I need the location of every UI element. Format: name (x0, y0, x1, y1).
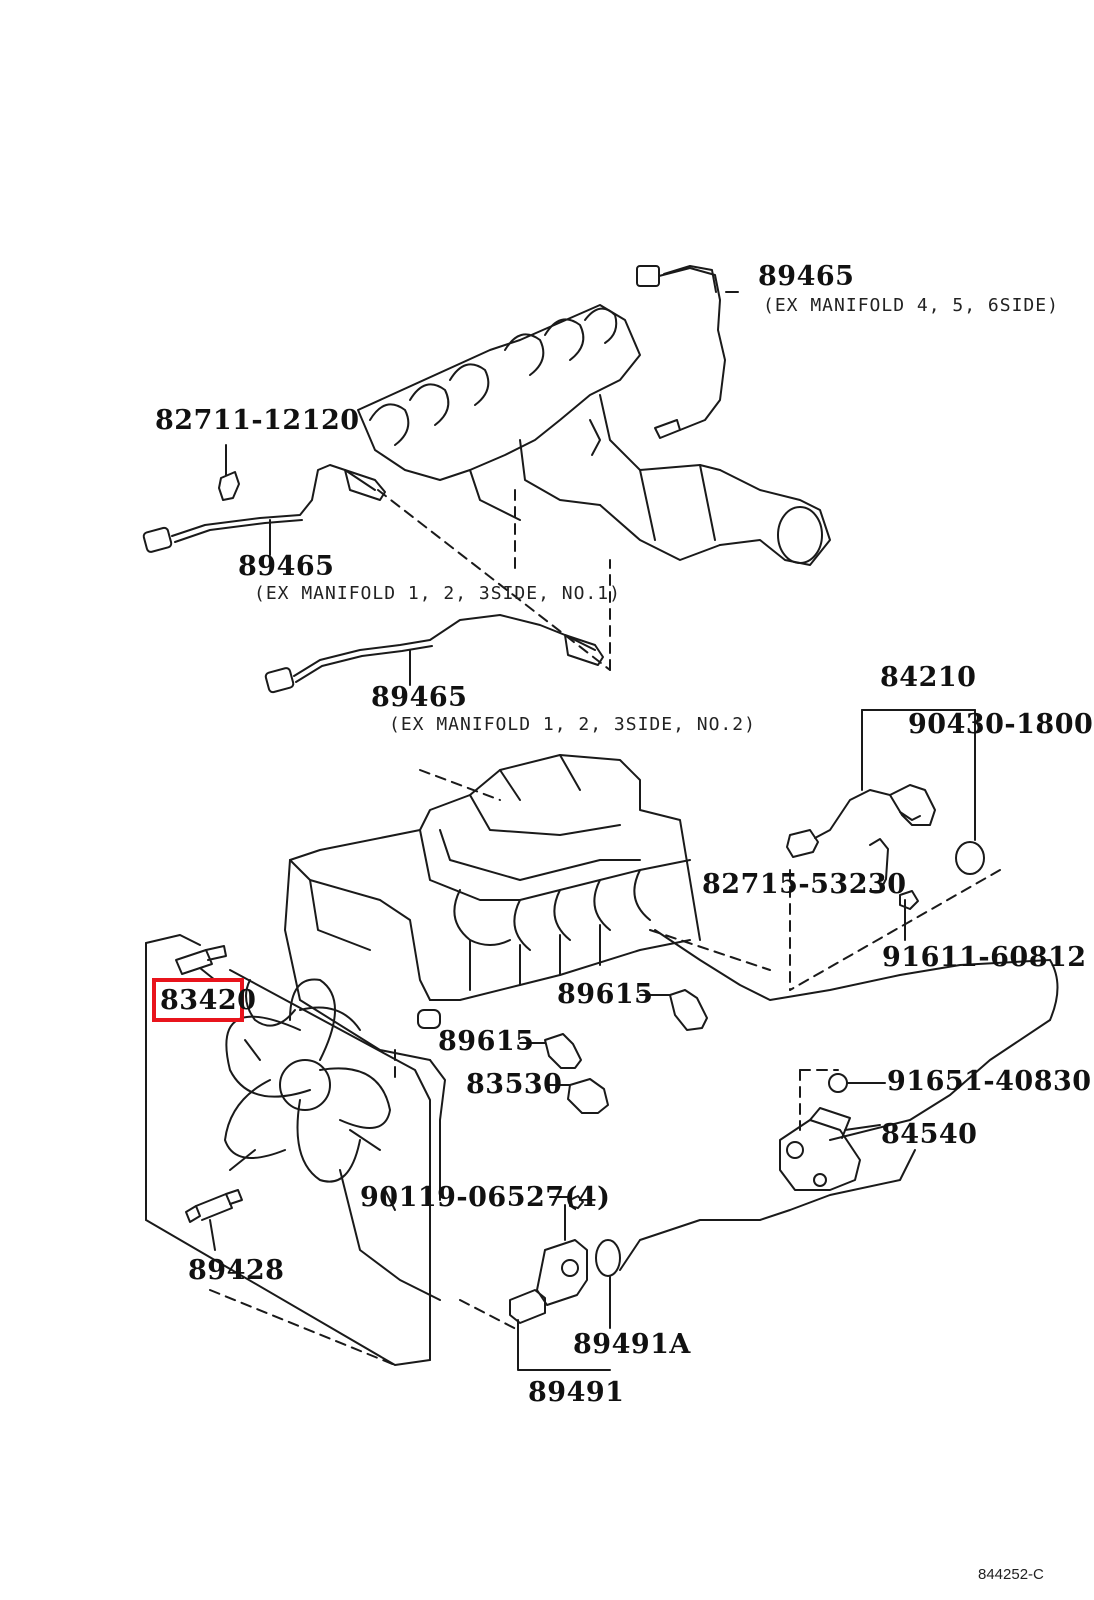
dashed-radiator-outline (145, 979, 396, 1366)
transmission-outline (619, 1149, 916, 1271)
part-label-84210[interactable]: 84210 (880, 662, 977, 693)
part-label-89615-b[interactable]: 89615 (438, 1026, 535, 1057)
part-note-89465-low: (EX MANIFOLD 1, 2, 3SIDE, NO.2) (389, 714, 756, 735)
leader-90119 (384, 1189, 396, 1211)
clamp-drawing (218, 444, 240, 501)
dashed-84210-outline (789, 869, 1001, 991)
clamp-82715-drawing (869, 838, 919, 941)
sensor-89615-drawing (519, 989, 708, 1069)
sensor-83420-drawing (175, 945, 227, 981)
dashed-engine-outline (394, 769, 771, 1081)
oxygen-sensor-top-drawing (636, 265, 739, 439)
part-label-90430-18008[interactable]: 90430-18008 (908, 709, 1094, 740)
part-label-84540[interactable]: 84540 (881, 1119, 978, 1150)
part-label-89465-top[interactable]: 89465 (758, 261, 855, 292)
part-label-83530[interactable]: 83530 (466, 1069, 563, 1100)
part-label-89491[interactable]: 89491 (528, 1377, 625, 1408)
part-label-89465-low[interactable]: 89465 (371, 682, 468, 713)
figure-code: 844252-C (978, 1566, 1044, 1583)
part-label-90119-06527[interactable]: 90119-06527(4) (360, 1182, 611, 1213)
engine-block-drawing (284, 754, 1059, 1201)
oxygen-sensor-mid-drawing (142, 464, 386, 556)
part-label-89428[interactable]: 89428 (188, 1255, 285, 1286)
part-label-83420[interactable]: 83420 (160, 985, 257, 1016)
part-note-89465-top: (EX MANIFOLD 4, 5, 6SIDE) (763, 295, 1059, 316)
sensor-89428-drawing (185, 1189, 243, 1251)
part-note-89465-mid: (EX MANIFOLD 1, 2, 3SIDE, NO.1) (254, 583, 621, 604)
highlight-box-83420 (152, 978, 244, 1022)
sensor-89491-drawing (509, 1195, 621, 1371)
dashed-89491-outline (459, 1299, 519, 1331)
oxygen-sensor-low-drawing (264, 614, 604, 694)
part-label-82711-12120[interactable]: 82711-12120 (155, 405, 360, 436)
sensor-84210-drawing (786, 709, 985, 875)
dashed-84540-outline (799, 1069, 839, 1131)
part-label-89491A[interactable]: 89491A (573, 1329, 691, 1360)
part-label-91651-40830[interactable]: 91651-40830 (887, 1066, 1092, 1097)
dashed-leaders-top (377, 489, 611, 671)
exhaust-manifold-drawing (357, 304, 831, 566)
switch-84540-drawing (779, 1073, 886, 1191)
part-label-89465-mid[interactable]: 89465 (238, 551, 335, 582)
part-label-82715-53230[interactable]: 82715-53230 (702, 869, 907, 900)
switch-83530-drawing (547, 1078, 609, 1114)
part-label-91611-60812[interactable]: 91611-60812 (882, 942, 1087, 973)
part-label-89615-a[interactable]: 89615 (557, 979, 654, 1010)
